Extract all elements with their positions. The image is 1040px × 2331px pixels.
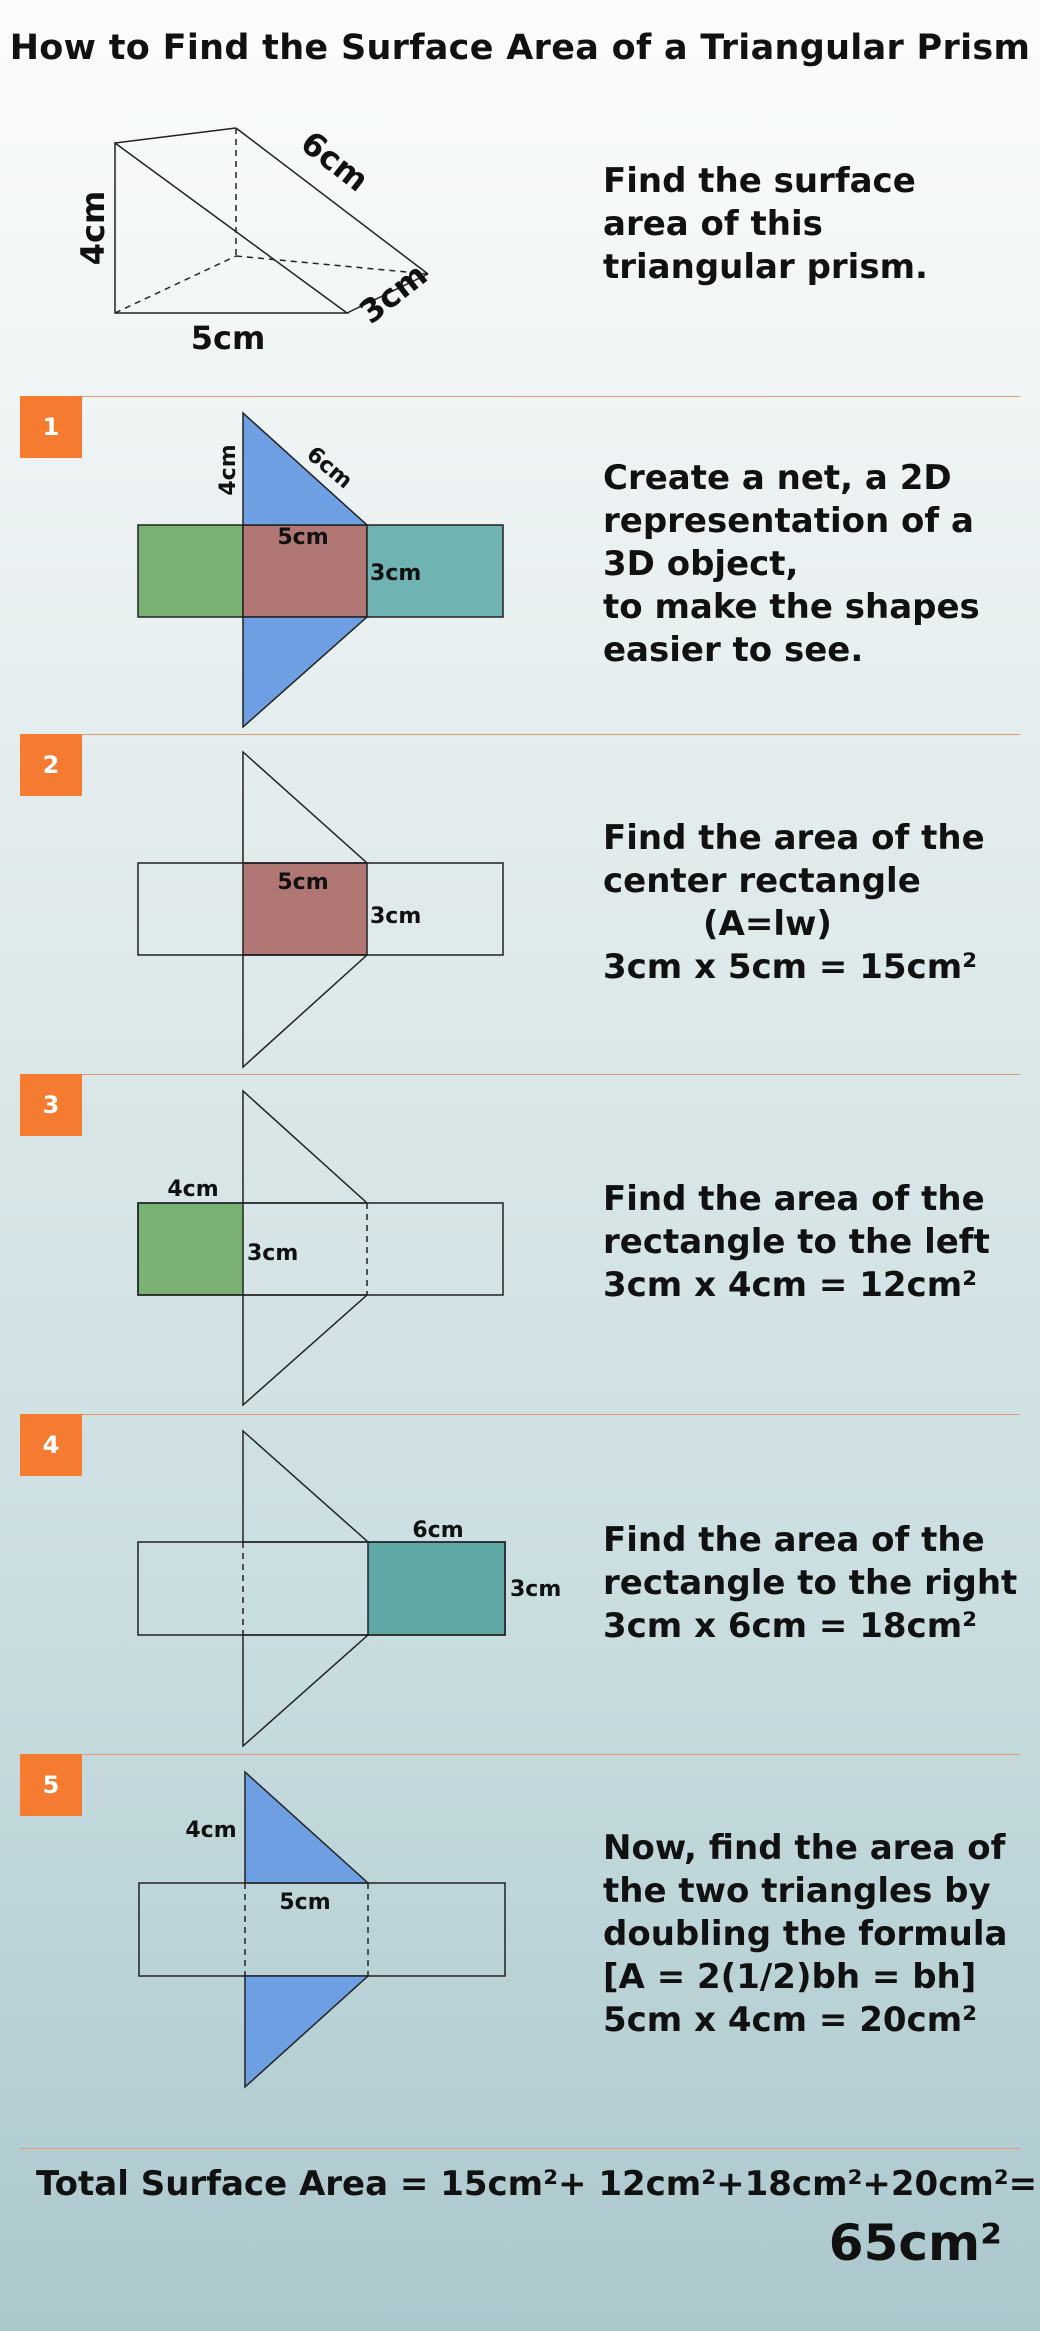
net-4-top-triangle <box>242 1429 370 1543</box>
net-1-center-height-label: 3cm <box>370 561 421 586</box>
net-2-height-label: 3cm <box>370 904 421 929</box>
formula-line: [A = 2(1/2)bh = bh] <box>603 1957 977 1997</box>
text-line: easier to see. <box>603 630 864 670</box>
prism-depth-label: 3cm <box>352 255 434 331</box>
prism-base-label: 5cm <box>191 319 266 357</box>
text-line: representation of a <box>603 501 974 541</box>
text-line: Find the area of the <box>603 1520 985 1560</box>
prism-base-edge <box>346 273 429 314</box>
net-4-right-rect <box>367 1541 506 1636</box>
text-line: rectangle to the left <box>603 1222 990 1262</box>
step-badge-5: 5 <box>20 1754 82 1816</box>
net-2-center-rect <box>242 862 368 956</box>
text-line: 3D object, <box>603 544 799 584</box>
text-line: to make the shapes <box>603 587 980 627</box>
formula-line: (A=lw) <box>703 904 832 944</box>
divider <box>20 2148 1020 2149</box>
text-line: triangular prism. <box>603 247 928 287</box>
prism-height-label: 4cm <box>74 191 112 266</box>
text-line: area of this <box>603 204 823 244</box>
prism-top-edge <box>114 127 237 144</box>
net-1-left-rect <box>137 524 244 618</box>
calc-line: 3cm x 4cm = 12cm² <box>603 1265 978 1305</box>
net-step-2 <box>137 750 504 1069</box>
net-1-bottom-triangle <box>242 616 369 729</box>
prism-front-triangle <box>114 141 350 314</box>
calc-line: 3cm x 6cm = 18cm² <box>603 1606 978 1646</box>
net-3-height-label: 3cm <box>247 1241 298 1266</box>
net-1-center-rect <box>242 524 368 618</box>
intro-text: Find the surface area of this triangular… <box>603 160 1028 289</box>
net-4-height-label: 3cm <box>510 1577 561 1602</box>
net-2-top-triangle <box>242 750 369 864</box>
net-2-width-label: 5cm <box>277 870 328 895</box>
text-line: center rectangle <box>603 861 921 901</box>
prism-figure <box>114 127 429 314</box>
net-1-tri-height-label: 4cm <box>216 444 241 495</box>
net-1-center-width-label: 5cm <box>277 525 328 550</box>
step-1-text: Create a net, a 2D representation of a 3… <box>603 457 1028 672</box>
step-badge-2: 2 <box>20 734 82 796</box>
step-badge-1: 1 <box>20 396 82 458</box>
total-answer: 65cm² <box>828 2214 1002 2272</box>
net-3-top-triangle <box>242 1089 369 1204</box>
net-5-bottom-triangle <box>244 1975 370 2089</box>
net-step-5 <box>138 1770 506 2089</box>
net-5-width-label: 5cm <box>279 1890 330 1915</box>
divider <box>20 1074 1020 1075</box>
net-1-top-triangle <box>242 411 369 526</box>
step-2-text: Find the area of the center rectangle (A… <box>603 817 1028 989</box>
text-line: the two triangles by <box>603 1871 991 1911</box>
step-badge-4: 4 <box>20 1414 82 1476</box>
net-4-bottom-triangle <box>242 1634 370 1748</box>
text-line: Find the area of the <box>603 818 985 858</box>
calc-line: 3cm x 5cm = 15cm² <box>603 947 978 987</box>
net-3-left-rect <box>137 1202 244 1296</box>
divider <box>20 396 1020 397</box>
divider <box>20 1754 1020 1755</box>
step-badge-3: 3 <box>20 1074 82 1136</box>
net-step-3 <box>137 1089 504 1407</box>
net-1-right-rect <box>366 524 504 618</box>
step-4-text: Find the area of the rectangle to the ri… <box>603 1519 1028 1648</box>
divider <box>20 1414 1020 1415</box>
divider <box>20 734 1020 735</box>
step-5-text: Now, find the area of the two triangles … <box>603 1827 1028 2042</box>
page-title: How to Find the Surface Area of a Triang… <box>9 28 1031 68</box>
text-line: rectangle to the right <box>603 1563 1018 1603</box>
prism-hidden-bottom <box>114 255 237 314</box>
text-line: Create a net, a 2D <box>603 458 952 498</box>
net-5-top-triangle <box>244 1770 370 1884</box>
net-3-width-label: 4cm <box>167 1177 218 1202</box>
net-5-height-label: 4cm <box>185 1818 236 1843</box>
net-step-1 <box>137 411 504 729</box>
calc-line: 5cm x 4cm = 20cm² <box>603 2000 978 2040</box>
prism-slant-edge <box>235 127 429 275</box>
step-3-text: Find the area of the rectangle to the le… <box>603 1178 1028 1307</box>
text-line: Find the area of the <box>603 1179 985 1219</box>
text-line: Find the surface <box>603 161 916 201</box>
net-3-bottom-triangle <box>242 1294 369 1407</box>
prism-hyp-label: 6cm <box>294 123 376 199</box>
net-4-width-label: 6cm <box>412 1518 463 1543</box>
net-2-bottom-triangle <box>242 954 369 1069</box>
net-step-4 <box>137 1429 506 1748</box>
total-equation: Total Surface Area = 15cm²+ 12cm²+18cm²+… <box>36 2164 1038 2204</box>
text-line: Now, find the area of <box>603 1828 1006 1868</box>
text-line: doubling the formula <box>603 1914 1008 1954</box>
